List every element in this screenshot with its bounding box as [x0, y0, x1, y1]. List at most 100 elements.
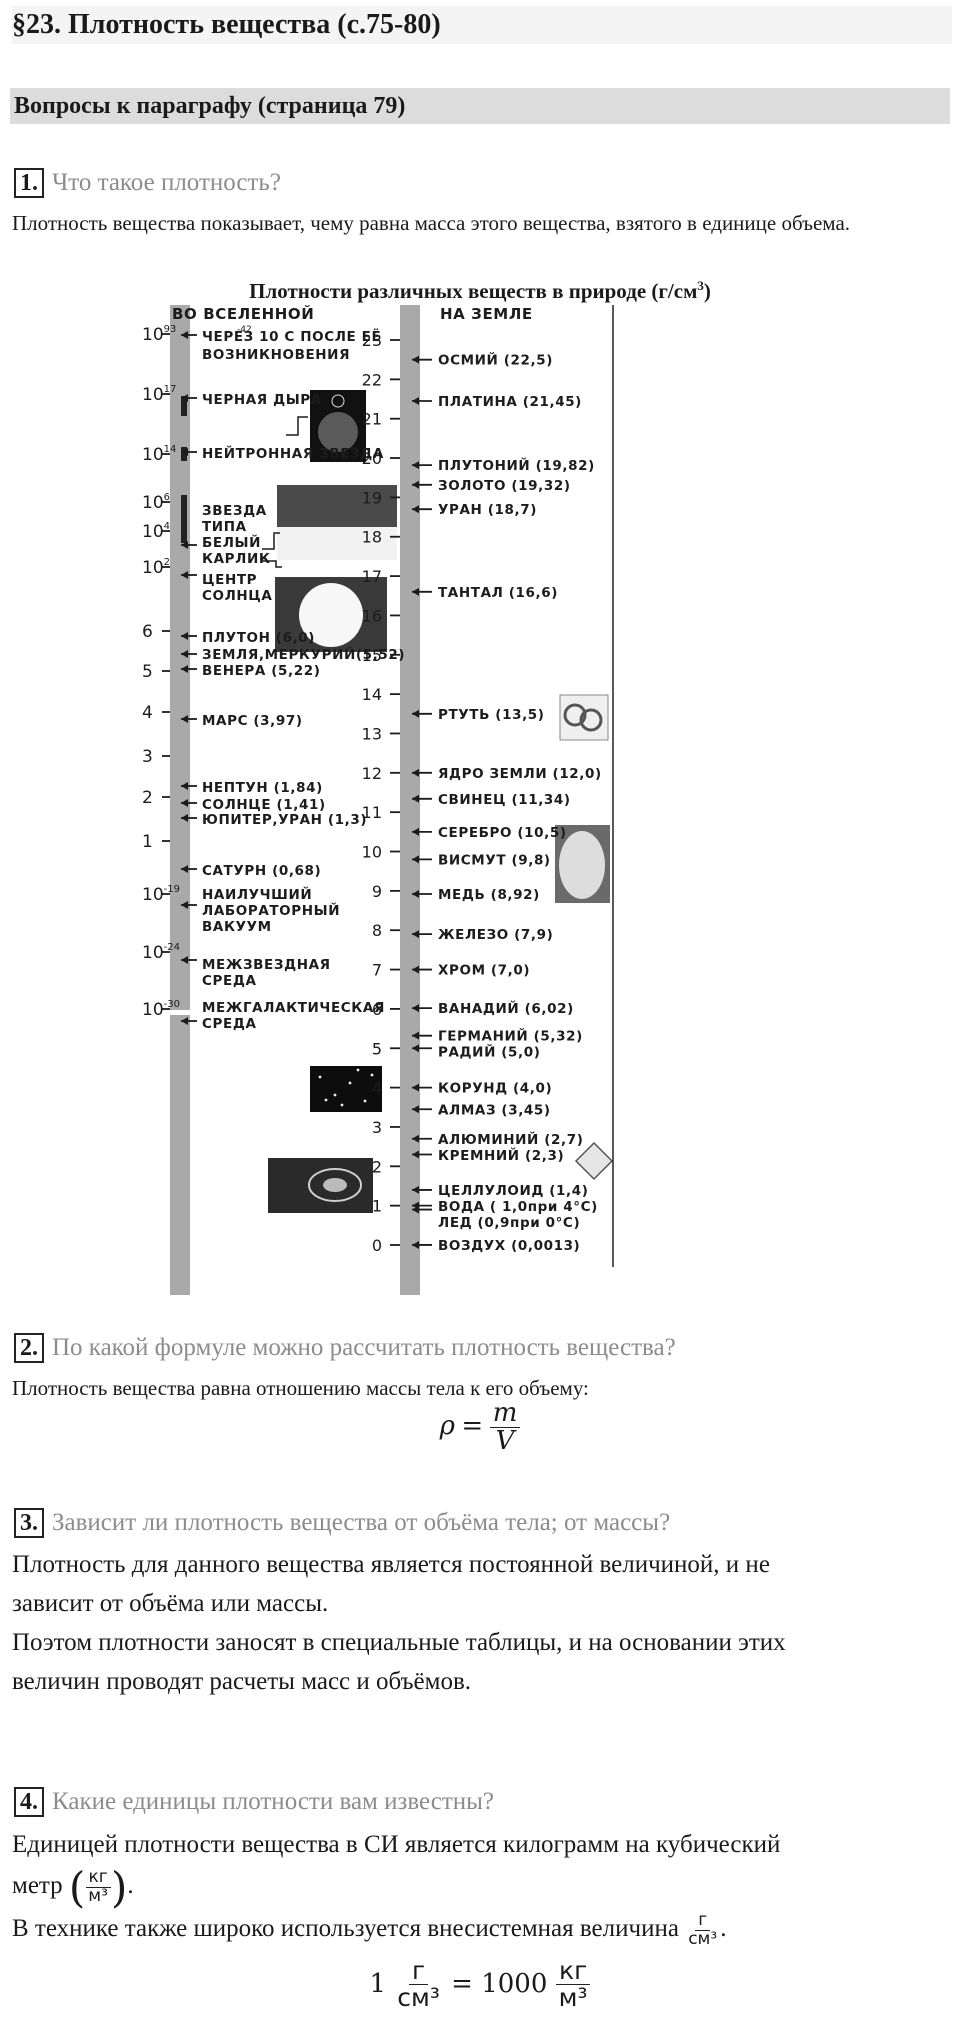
black-hole-ring: [331, 394, 345, 408]
earth-entry-arrow-head: [412, 827, 419, 836]
earth-entry-label: РАДИЙ (5,0): [438, 1044, 541, 1061]
earth-entry-arrow-head: [412, 461, 419, 470]
star-dot: [348, 1081, 352, 1085]
question-number: 2.: [14, 1333, 44, 1363]
earth-entry-arrow-head: [412, 709, 419, 718]
universe-entry-arrow-head: [181, 814, 188, 822]
universe-entry-label: СРЕДА: [202, 973, 257, 989]
star-dot: [333, 1093, 337, 1097]
white-dwarf-surface: [277, 527, 397, 560]
universe-entry-arrow-head: [181, 715, 188, 723]
answer-1: Плотность вещества показывает, чему равн…: [12, 211, 851, 235]
earth-entry-arrow-head: [412, 587, 419, 596]
earth-entry-label: РТУТЬ (13,5): [438, 707, 545, 723]
universe-entry-label: ЮПИТЕР,УРАН (1,3): [202, 812, 367, 828]
earth-entry-arrow-head: [412, 794, 419, 803]
earth-entry-label: ЛЕД (0,9при 0°С): [438, 1215, 580, 1231]
star-dot: [318, 1075, 322, 1079]
left-tick-label: 106: [142, 492, 170, 513]
earth-entry-label: ХРОМ (7,0): [438, 963, 530, 979]
left-tick-exponent: 6: [164, 492, 170, 503]
universe-entry-label: НЕПТУН (1,84): [202, 780, 323, 796]
star-dot: [340, 1103, 344, 1107]
universe-entry-label: НЕЙТРОННАЯ ЗВЕЗДА: [202, 445, 384, 462]
universe-entry-label: СОЛНЦЕ (1,41): [202, 797, 326, 813]
universe-scale-bar-lower: [170, 1015, 190, 1295]
earth-entry-label: ПЛАТИНА (21,45): [438, 394, 582, 410]
earth-entry-label: МЕДЬ (8,92): [438, 887, 540, 903]
universe-entry-label: ЧЕРЕЗ 10 C ПОСЛЕ ЕЁ: [202, 328, 381, 345]
right-tick-label: 2: [372, 1157, 382, 1176]
earth-entry-arrow-head: [412, 1083, 419, 1092]
universe-scale-bar: [170, 305, 190, 1010]
question-number: 3.: [14, 1508, 44, 1538]
page-title: §23. Плотность вещества (с.75-80): [12, 6, 952, 44]
question-4: 4. Какие единицы плотности вам известны?: [14, 1787, 494, 1817]
right-tick-label: 16: [362, 606, 382, 625]
earth-entry-arrow-head: [412, 355, 419, 364]
earth-entry-label: АЛМАЗ (3,45): [438, 1102, 551, 1118]
earth-entry-label: ВИСМУТ (9,8): [438, 852, 551, 868]
universe-entry-label: МЕЖЗВЕЗДНАЯ: [202, 957, 331, 973]
earth-entry-label: СВИНЕЦ (11,34): [438, 792, 571, 808]
crystal-icon: [574, 1141, 614, 1181]
universe-entry-label: СРЕДА: [202, 1016, 257, 1032]
question-number: 4.: [14, 1787, 44, 1817]
earth-entry-label: ВОЗДУХ (0,0013): [438, 1238, 580, 1254]
earth-entry-arrow-head: [412, 396, 419, 405]
ring-icon: [579, 708, 603, 732]
earth-entry-arrow-head: [412, 480, 419, 489]
universe-entry-arrow-head: [181, 448, 188, 456]
interstellar-image: [310, 1066, 382, 1112]
left-tick-exponent: -30: [164, 999, 180, 1010]
earth-entry-label: АЛЮМИНИЙ (2,7): [438, 1131, 584, 1148]
earth-entry-label: ЯДРО ЗЕМЛИ (12,0): [438, 766, 602, 782]
earth-entry-arrow-head: [412, 1150, 419, 1159]
universe-entry-label: СОЛНЦА: [202, 588, 272, 604]
right-tick-label: 5: [372, 1039, 382, 1058]
right-tick-label: 0: [372, 1236, 382, 1255]
section-heading: Вопросы к параграфу (страница 79): [10, 88, 950, 124]
question-2: 2. По какой формуле можно рассчитать пло…: [14, 1333, 676, 1363]
earth-entry-arrow-head: [412, 505, 419, 514]
universe-entry-label: ЗЕМЛЯ,МЕРКУРИЙ(5,52): [202, 646, 405, 663]
universe-entry-arrow-head: [181, 901, 188, 909]
answer-3: Плотность для данного вещества является …: [12, 1551, 786, 1695]
ring-icon: [563, 703, 587, 727]
right-tick-label: 17: [362, 567, 382, 586]
connector-line: [286, 416, 308, 436]
universe-entry-arrow-head: [181, 1017, 188, 1025]
earth-entry-label: ТАНТАЛ (16,6): [438, 585, 558, 601]
universe-entry-label: ВЕНЕРА (5,22): [202, 663, 321, 679]
right-tick-label: 3: [372, 1118, 382, 1137]
star-dot: [370, 1073, 374, 1077]
universe-entry-arrow-head: [181, 956, 188, 964]
figure-title: Плотности различных веществ в природе (г…: [249, 278, 711, 303]
left-tick-label: 2: [142, 788, 153, 808]
universe-entry-arrow-head: [181, 331, 188, 339]
earth-entry-arrow-head: [412, 1031, 419, 1040]
black-hole-sphere: [318, 412, 358, 452]
left-tick-exponent: -19: [164, 884, 180, 895]
left-tick-exponent: -24: [164, 942, 180, 953]
right-tick-label: 7: [372, 961, 382, 980]
earth-entry-arrow-head: [412, 855, 419, 864]
earth-entry-arrow-head: [412, 1205, 419, 1214]
left-tick-label: 102: [142, 557, 170, 578]
right-tick-label: 8: [372, 921, 382, 940]
entry-exponent: -42: [237, 325, 252, 335]
universe-entry-label: ТИПА: [202, 519, 247, 535]
right-tick-label: 19: [362, 488, 382, 507]
earth-entry-arrow-head: [412, 1240, 419, 1249]
left-tick-exponent: 17: [164, 384, 177, 395]
earth-entry-arrow-head: [412, 1004, 419, 1013]
right-tick-label: 13: [362, 724, 382, 743]
galaxy-core: [323, 1178, 347, 1192]
universe-entry-arrow-head: [181, 665, 188, 673]
question-1: 1. Что такое плотность?: [14, 168, 281, 198]
density-range-swatch: [181, 495, 187, 543]
right-tick-label: 12: [362, 764, 382, 783]
universe-entry-label: ЦЕНТР: [202, 572, 257, 588]
right-tick-label: 1: [372, 1197, 382, 1216]
universe-entry-label: ВОЗНИКНОВЕНИЯ: [202, 347, 350, 363]
